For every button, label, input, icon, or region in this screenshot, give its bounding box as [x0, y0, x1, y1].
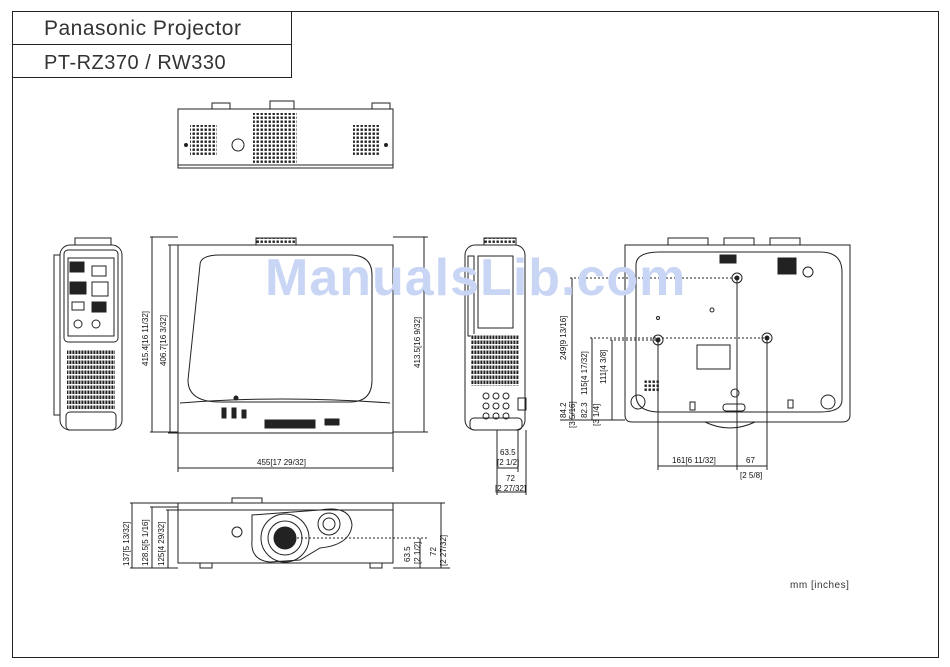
dim-front-height-right: 413.5[16 9/32] [413, 317, 422, 368]
dim-lens-128: 128.5[5 1/16] [141, 519, 150, 566]
side-view [464, 237, 527, 495]
dim-bottom-82-in: [3 1/4] [592, 404, 601, 426]
units-note: mm [inches] [790, 580, 850, 591]
lens-view [130, 497, 450, 569]
dim-lens-137: 137[5 13/32] [122, 522, 131, 566]
dim-bottom-111: 111[4 3/8] [599, 350, 608, 384]
title-divider [12, 44, 291, 45]
watermark-text: ManualsLib.com [265, 249, 687, 307]
bottom-view [560, 237, 851, 470]
dim-bottom-84-in: [3 5/16] [568, 401, 577, 428]
bottom-view-dimension-labels: 249[9 13/16] 115[4 17/32] 111[4 3/8] 84.… [559, 316, 762, 480]
lens-view-dimension-labels: 137[5 13/32] 128.5[5 1/16] 125[4 29/32] … [122, 519, 448, 566]
dim-lens-63-mm: 63.5 [403, 546, 412, 562]
dim-bottom-84-mm: 84.2 [559, 402, 568, 418]
dim-front-height-overall: 415.4[16 11/32] [141, 311, 150, 366]
dim-side-total-in: [2 27/32] [495, 484, 526, 493]
brand-title: Panasonic Projector [44, 17, 242, 40]
dim-lens-125: 125[4 29/32] [157, 522, 166, 566]
top-view-rear [177, 100, 394, 169]
dim-front-height-body: 406.7[16 3/32] [159, 315, 168, 366]
dim-bottom-161: 161[6 11/32] [672, 456, 716, 465]
front-view [150, 236, 428, 472]
side-view-dimension-labels: 63.5 [2 1/2] 72 [2 27/32] [495, 448, 526, 493]
dim-lens-63-in: [2 1/2] [413, 542, 422, 564]
front-view-dimension-labels: 415.4[16 11/32] 406.7[16 3/32] 413.5[16 … [141, 311, 422, 467]
dim-bottom-67-in: [2 5/8] [740, 471, 762, 480]
model-title: PT-RZ370 / RW330 [44, 52, 227, 74]
dim-bottom-115: 115[4 17/32] [580, 351, 589, 395]
dim-side-total-mm: 72 [506, 474, 515, 483]
dim-side-depth-mm: 63.5 [500, 448, 516, 457]
dim-lens-72-mm: 72 [429, 547, 438, 556]
dim-bottom-249: 249[9 13/16] [559, 316, 568, 360]
rear-view-connectors [53, 237, 123, 431]
drawing-frame [12, 11, 939, 658]
dim-bottom-67-mm: 67 [746, 456, 755, 465]
dim-front-width: 455[17 29/32] [257, 458, 306, 467]
dim-lens-72-in: [2 27/32] [439, 535, 448, 566]
title-block: Panasonic Projector PT-RZ370 / RW330 [12, 11, 292, 78]
dim-side-depth-in: [2 1/2] [497, 458, 519, 467]
dim-bottom-82-mm: 82.3 [580, 402, 589, 418]
